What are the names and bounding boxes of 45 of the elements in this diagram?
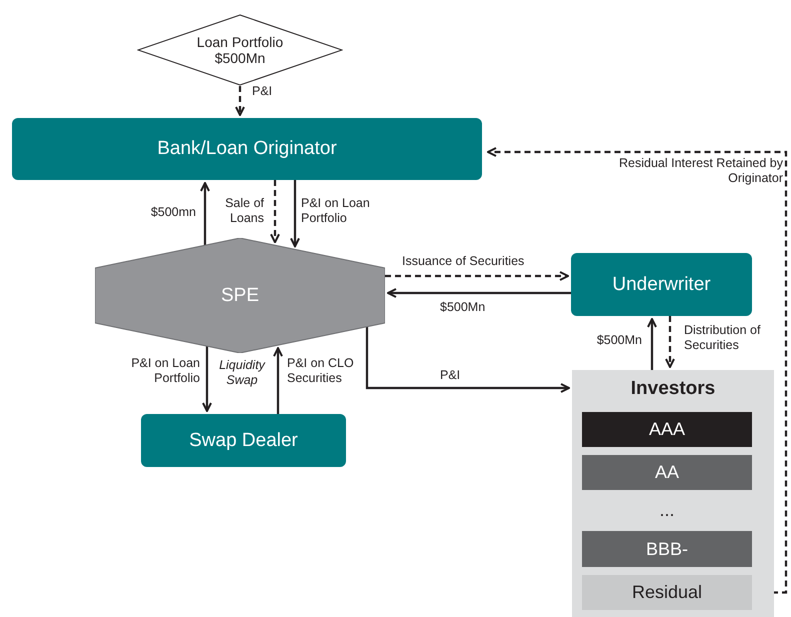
arrow bbox=[366, 326, 570, 393]
node-label: Loan Portfolio $500Mn bbox=[196, 34, 284, 66]
process-box bbox=[12, 118, 482, 180]
edge-label: Issuance of Securities bbox=[402, 254, 526, 269]
edge-label: P&I bbox=[440, 368, 462, 383]
edge-label: Distribution of Securities bbox=[684, 323, 762, 353]
node-label: Underwriter bbox=[612, 274, 711, 296]
investors-panel bbox=[572, 370, 774, 617]
arrow bbox=[202, 346, 212, 412]
arrow bbox=[273, 347, 283, 414]
dashed-arrow bbox=[665, 316, 675, 368]
tranche-bar bbox=[582, 412, 752, 447]
edge-label: $500Mn bbox=[596, 333, 642, 348]
dashed-arrow bbox=[235, 86, 245, 116]
arrow bbox=[200, 182, 210, 246]
node-label: AA bbox=[654, 462, 679, 483]
edge-label: $500Mn bbox=[440, 300, 486, 315]
dashed-arrow bbox=[270, 180, 280, 244]
edge-label: Sale of Loans bbox=[224, 196, 264, 226]
decision-diamond bbox=[137, 14, 343, 86]
node-label: Swap Dealer bbox=[189, 430, 298, 452]
edge-label: P&I on Loan Portfolio bbox=[301, 196, 371, 226]
edge-label: P&I bbox=[252, 84, 274, 99]
arrow bbox=[647, 318, 657, 370]
process-box bbox=[571, 253, 752, 316]
ellipsis-label: ... bbox=[658, 500, 676, 522]
arrow bbox=[387, 288, 571, 298]
dashed-arrow bbox=[385, 271, 569, 281]
node-label: AAA bbox=[648, 419, 686, 440]
process-box bbox=[141, 414, 346, 467]
edge-label: $500mn bbox=[150, 205, 196, 220]
tranche-bar bbox=[582, 455, 752, 490]
node-label: BBB- bbox=[646, 538, 688, 560]
edge-label: Residual Interest Retained by Originator bbox=[618, 156, 783, 186]
edge-label: P&I on CLO Securities bbox=[287, 356, 355, 386]
tranche-bar bbox=[582, 531, 752, 567]
edge-label: P&I on Loan Portfolio bbox=[130, 356, 200, 386]
panel-heading: Investors bbox=[630, 378, 716, 400]
node-label: Bank/Loan Originator bbox=[157, 138, 337, 160]
node-label: SPE bbox=[220, 284, 260, 306]
arrow bbox=[290, 180, 300, 248]
node-label: Residual bbox=[632, 582, 702, 603]
dashed-arrow bbox=[487, 147, 788, 594]
annotation-label: Liquidity Swap bbox=[218, 358, 266, 388]
hexagon-node bbox=[95, 238, 385, 353]
